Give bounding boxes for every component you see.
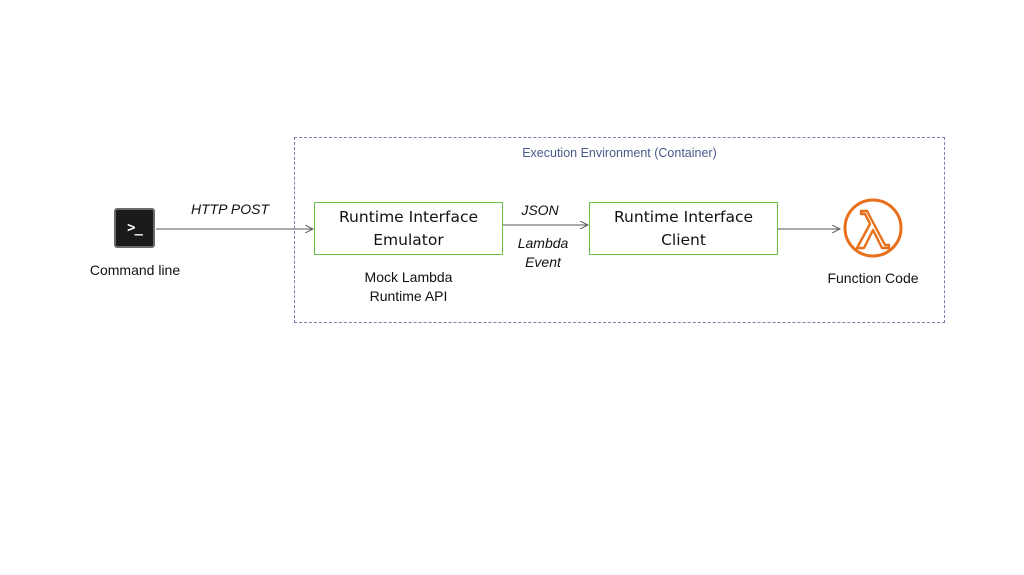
function-code-label: Function Code (827, 270, 919, 286)
lambda-icon (843, 198, 903, 258)
execution-environment-label: Execution Environment (Container) (522, 146, 717, 160)
runtime-interface-emulator-box: Runtime Interface Emulator (314, 202, 503, 255)
lambda-event-label: Lambda Event (517, 235, 569, 270)
runtime-interface-client-box: Runtime Interface Client (589, 202, 778, 255)
command-line-label: Command line (89, 262, 181, 278)
terminal-prompt: >_ (127, 220, 143, 236)
runtime-interface-emulator-title: Runtime Interface Emulator (338, 207, 479, 249)
mock-lambda-runtime-api-label: Mock Lambda Runtime API (364, 269, 453, 304)
json-label: JSON (521, 202, 559, 218)
runtime-interface-client-title: Runtime Interface Client (613, 207, 754, 249)
execution-environment-container (294, 137, 945, 323)
http-post-label: HTTP POST (190, 201, 270, 217)
terminal-icon: >_ (114, 208, 155, 248)
